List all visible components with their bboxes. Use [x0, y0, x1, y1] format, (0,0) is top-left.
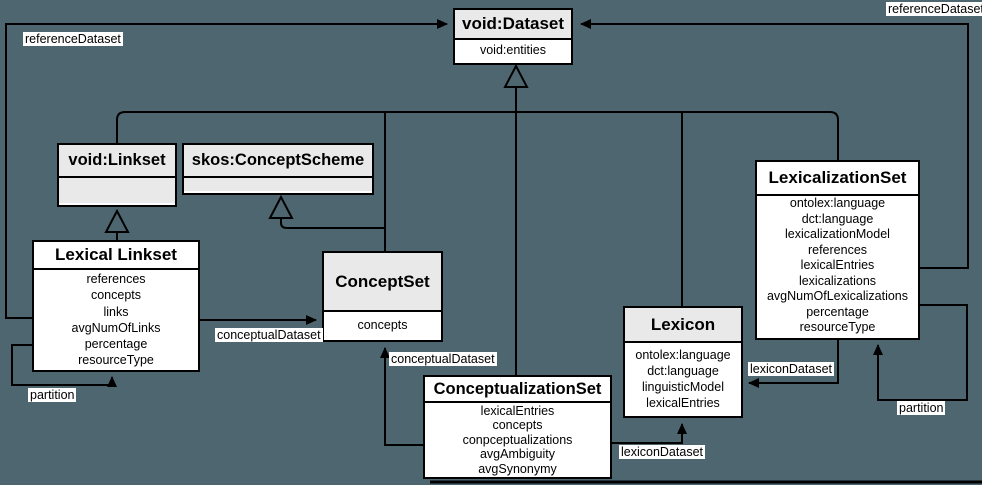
- class-title: ConceptualizationSet: [425, 377, 610, 403]
- class-attributes: ontolex:language dct:language linguistic…: [625, 343, 741, 414]
- class-conceptualizationset: ConceptualizationSet lexicalEntries conc…: [423, 375, 612, 479]
- class-title: Lexical Linkset: [34, 242, 198, 270]
- class-title: Lexicon: [625, 308, 741, 343]
- edge-lexicondataset-right: [748, 340, 839, 388]
- class-attributes: [59, 178, 175, 203]
- class-attributes: void:entities: [455, 40, 571, 61]
- class-attributes: [184, 178, 372, 191]
- class-title: ConceptSet: [324, 253, 441, 312]
- edge-label-lexicondataset-right: lexiconDataset: [748, 362, 834, 376]
- class-attributes: concepts: [324, 312, 441, 338]
- edge-label-partition-left: partition: [28, 388, 77, 402]
- generalization-triangle-skos-conceptscheme: [268, 194, 294, 219]
- edge-label-partition-right: partition: [897, 401, 946, 415]
- class-title: LexicalizationSet: [757, 162, 918, 196]
- generalization-bus: [116, 111, 839, 160]
- class-lexicalizationset: LexicalizationSet ontolex:language dct:l…: [755, 160, 920, 340]
- edge-label-referencedataset-left: referenceDataset: [23, 32, 123, 46]
- class-title: void:Linkset: [59, 145, 175, 178]
- edge-label-lexicondataset-bottom: lexiconDataset: [619, 445, 705, 459]
- class-void-linkset: void:Linkset: [57, 143, 177, 207]
- class-lexical-linkset: Lexical Linkset references concepts link…: [32, 240, 200, 372]
- class-lexicon: Lexicon ontolex:language dct:language li…: [623, 306, 743, 418]
- edge-conceptualdataset-bottom: [380, 347, 423, 446]
- edge-label-conceptualdataset-bottom: conceptualDataset: [389, 352, 497, 366]
- class-attributes: lexicalEntries concepts conpceptualizati…: [425, 403, 610, 476]
- edge-referencedataset-left: [5, 19, 448, 319]
- class-attributes: references concepts links avgNumOfLinks …: [34, 270, 198, 368]
- class-skos-conceptscheme: skos:ConceptScheme: [182, 143, 374, 195]
- class-conceptset: ConceptSet concepts: [322, 251, 443, 342]
- edge-label-conceptualdataset-left: conceptualDataset: [215, 328, 323, 342]
- class-title: void:Dataset: [455, 10, 571, 40]
- generalization-triangle-void-linkset: [104, 208, 130, 233]
- edge-referencedataset-right: [580, 19, 969, 269]
- edge-lexicondataset-bottom: [612, 423, 687, 444]
- class-title: skos:ConceptScheme: [184, 145, 372, 178]
- edge-partition-left: [11, 344, 117, 387]
- generalization-line-skos-branch: [280, 217, 385, 229]
- class-attributes: ontolex:language dct:language lexicaliza…: [757, 196, 918, 336]
- generalization-triangle-void-dataset: [503, 63, 529, 88]
- class-void-dataset: void:Dataset void:entities: [453, 8, 573, 65]
- edge-partition-right: [873, 304, 968, 401]
- edge-label-referencedataset-right: referenceDataset: [886, 2, 982, 16]
